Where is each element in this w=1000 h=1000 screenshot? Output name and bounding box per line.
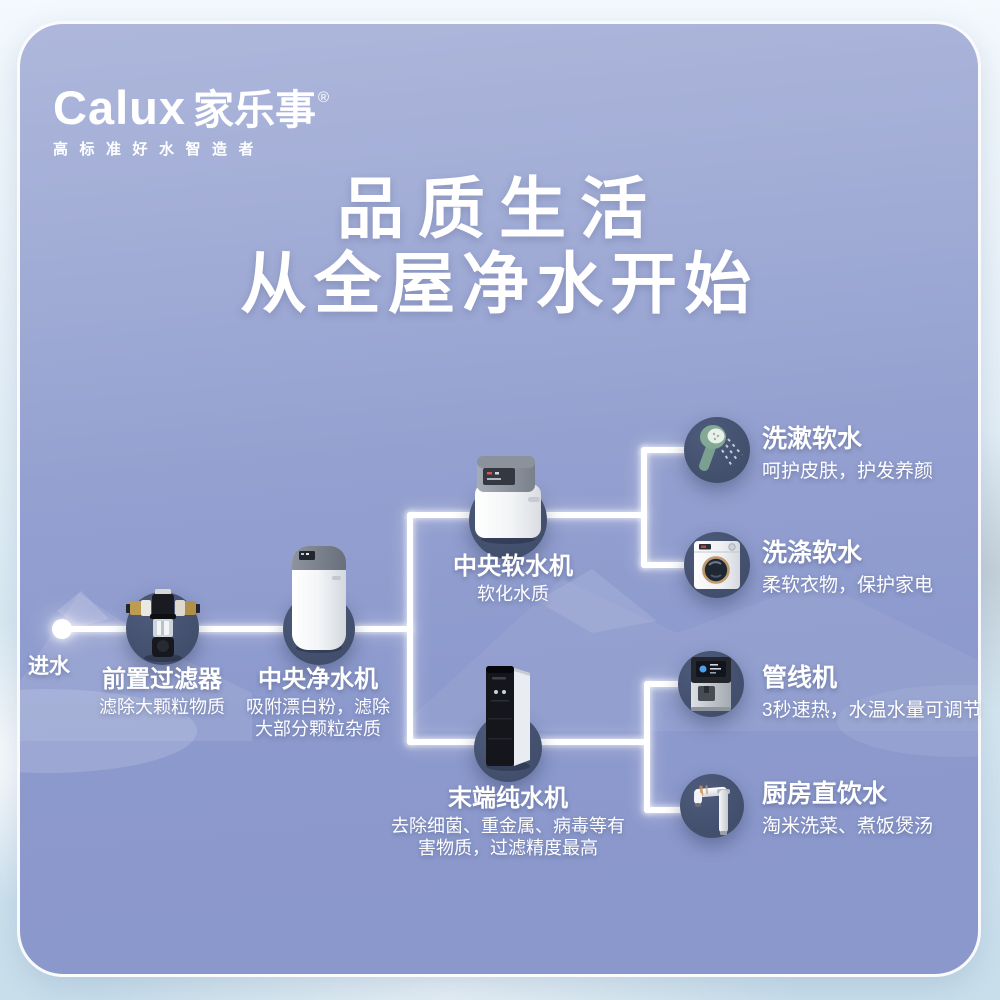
shower-head-icon — [699, 425, 743, 471]
pipe-to-washing — [641, 447, 719, 453]
output-washing-name: 洗漱软水 — [762, 425, 863, 453]
stage-prefilter-name: 前置过滤器 — [102, 666, 222, 693]
stage-central-softener-label: 中央软水机 软化水质 — [423, 553, 603, 606]
output-pipeline-label: 管线机 3秒速热，水温水量可调节 — [762, 664, 997, 722]
stage-central-softener-desc: 软化水质 — [477, 584, 549, 605]
stage-central-purifier-name: 中央净水机 — [258, 666, 378, 693]
terminal-purifier-device-icon — [486, 666, 530, 771]
output-washing-label: 洗漱软水 呵护皮肤，护发养颜 — [762, 425, 992, 483]
output-laundry-desc: 柔软衣物，保护家电 — [762, 574, 934, 596]
logo-latin-text: Calux — [53, 81, 186, 134]
title-line-2: 从全屋净水开始 — [240, 247, 758, 323]
stage-central-purifier-desc-1: 吸附漂白粉，滤除 — [246, 697, 390, 718]
page-title: 品质生活 从全屋净水开始 — [17, 172, 981, 322]
prefilter-device-icon — [126, 589, 200, 662]
central-purifier-device-icon — [292, 546, 346, 653]
output-pipeline-name: 管线机 — [762, 664, 838, 692]
output-laundry-label: 洗涤软水 柔软衣物，保护家电 — [762, 539, 992, 597]
inlet-label: 进水 — [28, 655, 70, 678]
pipe-main-horizontal — [60, 626, 412, 632]
stage-central-purifier-desc-2: 大部分颗粒杂质 — [255, 719, 381, 740]
pipe-to-kitchen — [644, 807, 714, 813]
stage-prefilter-label: 前置过滤器 滤除大颗粒物质 — [72, 666, 252, 719]
pipe-right-bottom-vertical — [644, 681, 650, 813]
stage-central-softener-name: 中央软水机 — [453, 553, 573, 580]
stage-central-purifier-label: 中央净水机 吸附漂白粉，滤除 大部分颗粒杂质 — [228, 666, 408, 741]
pipe-to-laundry — [641, 562, 719, 568]
title-line-1: 品质生活 — [337, 172, 661, 247]
brand-logo: Calux 家乐事 ® 高标准好水智造者 — [53, 84, 329, 159]
kitchen-node-circle — [680, 774, 744, 838]
faucet-icon — [694, 785, 730, 835]
output-laundry-name: 洗涤软水 — [762, 539, 863, 567]
central-softener-device-icon — [475, 456, 541, 544]
water-inlet-dot — [52, 619, 72, 639]
stage-terminal-purifier-label: 末端纯水机 去除细菌、重金属、病毒等有 害物质，过滤精度最高 — [378, 785, 638, 860]
stage-terminal-purifier-name: 末端纯水机 — [448, 785, 568, 812]
output-washing-desc: 呵护皮肤，护发养颜 — [762, 460, 934, 482]
washing-machine-icon — [694, 541, 740, 589]
brand-tagline: 高标准好水智造者 — [53, 141, 266, 158]
logo-chinese-text: 家乐事 — [193, 87, 316, 133]
water-dispenser-icon — [691, 657, 731, 711]
stage-terminal-purifier-desc-1: 去除细菌、重金属、病毒等有 — [391, 816, 625, 837]
registered-trademark-icon: ® — [318, 89, 330, 106]
pipe-trunk-vertical — [407, 512, 413, 745]
stage-terminal-purifier-desc-2: 害物质，过滤精度最高 — [418, 838, 598, 859]
output-kitchen-desc: 淘米洗菜、煮饭煲汤 — [762, 815, 934, 837]
output-pipeline-desc: 3秒速热，水温水量可调节 — [762, 699, 982, 721]
output-kitchen-name: 厨房直饮水 — [762, 780, 888, 808]
pipe-right-top-vertical — [641, 447, 647, 568]
stage-prefilter-desc: 滤除大颗粒物质 — [99, 697, 225, 718]
output-kitchen-label: 厨房直饮水 淘米洗菜、煮饭煲汤 — [762, 780, 997, 838]
